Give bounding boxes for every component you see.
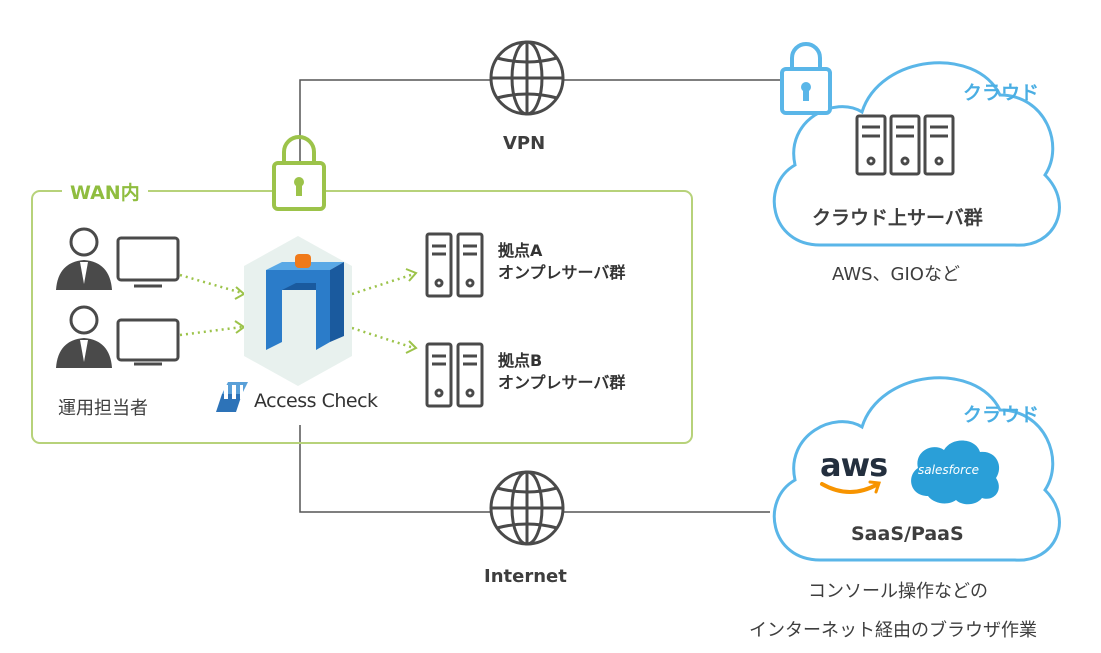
site-a-server-details [432,244,477,288]
product-name: Access Check [254,390,378,412]
cloud-server-details [862,125,948,166]
salesforce-logo-text: salesforce [918,463,980,477]
aws-logo-text: aws [820,446,888,484]
wan-lock-icon [272,135,326,211]
cloud-bottom-caption-line2: インターネット経由のブラウザ作業 [749,620,1037,641]
internet-label: Internet [484,566,567,587]
vpn-label: VPN [503,133,546,154]
internet-globe-icon [489,470,565,546]
site-a-label: 拠点A オンプレサーバ群 [498,240,625,284]
cloud-bottom-title: SaaS/PaaS [851,523,964,545]
access-check-hub [244,236,352,386]
site-arrows [351,272,415,350]
salesforce-cloud-icon [911,440,1000,505]
site-b-line1: 拠点B [498,351,543,370]
operators-label: 運用担当者 [58,398,148,419]
site-a-server-icon [425,232,484,298]
site-a-line1: 拠点A [498,241,543,260]
operator-person-icon [56,227,112,290]
wan-label: WAN内 [62,178,148,205]
site-b-server-details [432,354,477,398]
cloud-top-caption: AWS、GIOなど [832,264,960,285]
site-arrowheads [405,268,418,354]
cloud-top-tag: クラウド [963,82,1040,104]
operator-arrows [179,273,243,337]
site-b-label: 拠点B オンプレサーバ群 [498,350,625,394]
site-a-line2: オンプレサーバ群 [498,263,626,282]
aws-smile-icon [820,482,880,494]
operator-monitor-icon [116,236,180,288]
operator-person-icon [56,305,112,368]
cloud-server-icon [855,114,955,176]
site-b-line2: オンプレサーバ群 [498,373,626,392]
internet-connection-line [299,425,770,513]
site-b-server-icon [425,342,484,408]
aws-arrow-tip [868,480,882,494]
cloud-bottom-tag: クラウド [963,404,1040,426]
cloud-lock-icon [780,42,832,115]
wan-frame [31,190,693,444]
access-check-logo-icon [216,382,248,412]
vpn-globe-icon [489,40,565,116]
operator-monitor-icon [116,318,180,366]
cloud-bottom-caption-line1: コンソール操作などの [808,581,988,602]
cloud-top-title: クラウド上サーバ群 [812,207,983,229]
